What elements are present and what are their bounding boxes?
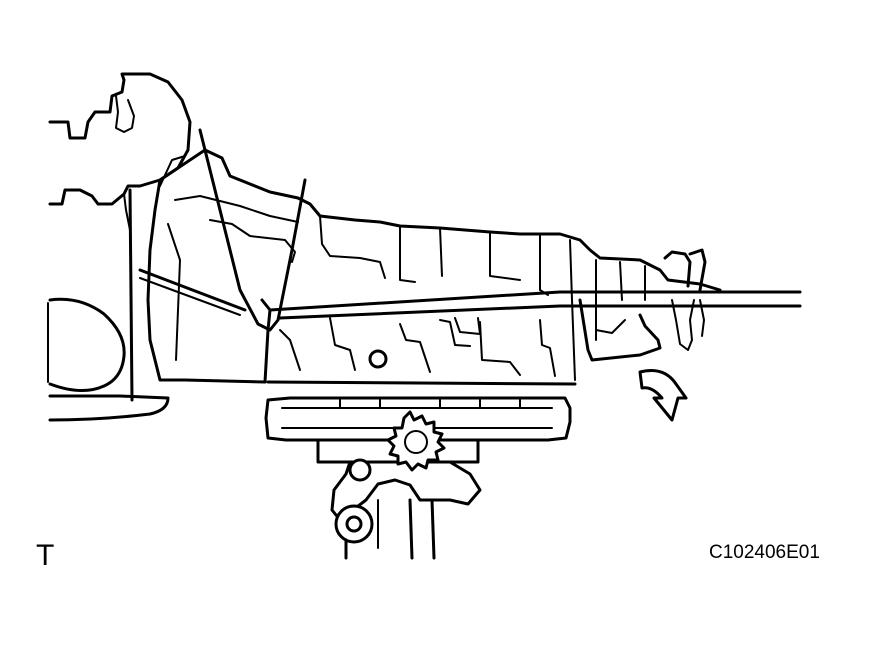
figure-code: C102406E01 (709, 542, 820, 563)
engine-outline (48, 72, 247, 402)
rotation-arrow-icon (638, 369, 688, 422)
gear-knob (386, 410, 446, 472)
transmission-housing (146, 148, 722, 386)
flywheel-outline (47, 297, 126, 392)
extension-housing (578, 248, 707, 362)
guide-lines (198, 128, 802, 332)
view-label: T (36, 539, 55, 572)
crossmember-line (48, 394, 170, 422)
